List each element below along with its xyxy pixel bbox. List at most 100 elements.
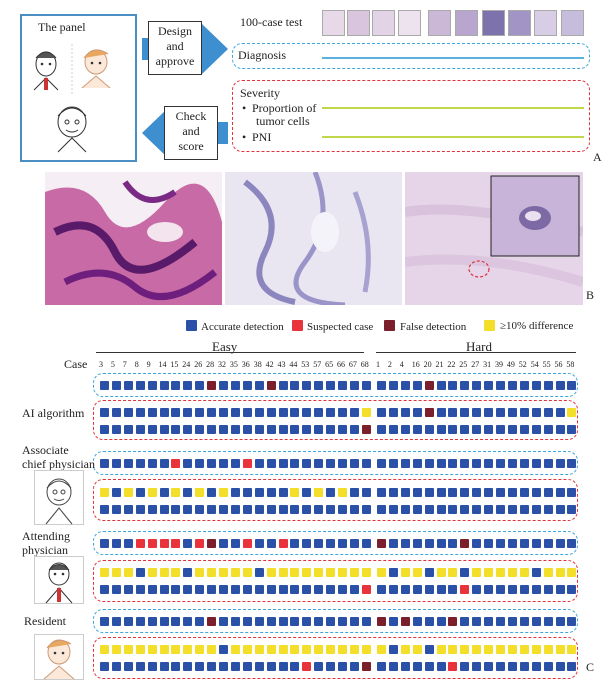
associate-chief-physician-icon [33, 51, 59, 91]
result-cell [412, 459, 422, 468]
result-cell [302, 617, 312, 626]
result-cell [135, 645, 145, 654]
result-cell [388, 585, 398, 594]
result-cell [278, 488, 288, 497]
result-cell [123, 539, 133, 548]
result-cell [159, 585, 169, 594]
result-cell [314, 617, 324, 626]
result-cell [361, 662, 371, 671]
result-cell [159, 568, 169, 577]
result-cell [147, 539, 157, 548]
result-cell [290, 505, 300, 514]
result-cell [543, 459, 553, 468]
result-cell [377, 568, 386, 577]
result-cell [111, 488, 121, 497]
case-number: 67 [348, 360, 357, 369]
result-cell [436, 505, 446, 514]
result-cell [147, 568, 157, 577]
result-cell [567, 425, 577, 434]
result-cell [230, 408, 240, 417]
result-cell [171, 459, 181, 468]
result-cell [377, 617, 386, 626]
result-cell [424, 645, 434, 654]
result-cell [484, 662, 494, 671]
result-cell [349, 568, 359, 577]
ai-severity-box [93, 400, 578, 440]
result-cell [183, 617, 193, 626]
result-cell [412, 568, 422, 577]
result-cell [207, 425, 217, 434]
result-cell [111, 425, 121, 434]
result-cell [278, 568, 288, 577]
result-cell [111, 617, 121, 626]
result-cell [254, 617, 264, 626]
case-number: 25 [459, 360, 468, 369]
result-cell [219, 662, 228, 671]
group-label-attending-1: Attending [22, 529, 70, 543]
result-cell [400, 381, 410, 390]
result-cell [183, 539, 193, 548]
result-cell [448, 539, 458, 548]
result-cell [531, 539, 541, 548]
case-label: Case [64, 357, 88, 371]
case-number: 15 [170, 360, 179, 369]
case-number: 1 [376, 360, 380, 369]
result-cell [302, 505, 312, 514]
result-cell [507, 617, 517, 626]
result-cell [207, 488, 217, 497]
result-cell [436, 539, 446, 548]
result-cell [472, 425, 482, 434]
result-cell [338, 505, 347, 514]
result-cell [302, 662, 312, 671]
result-cell [448, 408, 458, 417]
attending-severity-box [93, 560, 578, 602]
result-cell [123, 505, 133, 514]
thumbnail [322, 10, 345, 36]
result-cell [302, 425, 312, 434]
result-cell [290, 568, 300, 577]
result-cell [543, 539, 553, 548]
result-cell [448, 488, 458, 497]
result-cell [123, 617, 133, 626]
result-cell [388, 425, 398, 434]
result-cell [219, 539, 228, 548]
result-cell [230, 585, 240, 594]
result-cell [183, 645, 193, 654]
result-cell [230, 488, 240, 497]
result-cell [183, 425, 193, 434]
result-cell [159, 617, 169, 626]
result-cell [242, 617, 252, 626]
result-cell [207, 645, 217, 654]
result-cell [290, 585, 300, 594]
result-cell [195, 381, 205, 390]
case-number: 32 [218, 360, 226, 369]
result-cell [266, 585, 276, 594]
result-cell [219, 505, 228, 514]
result-cell [278, 381, 288, 390]
result-cell [207, 585, 217, 594]
result-cell [388, 662, 398, 671]
result-cell [436, 381, 446, 390]
result-cell [472, 488, 482, 497]
result-cell [555, 585, 565, 594]
result-cell [159, 539, 169, 548]
result-cell [159, 645, 169, 654]
result-cell [242, 539, 252, 548]
result-cell [230, 505, 240, 514]
result-cell [302, 645, 312, 654]
case-number: 36 [241, 360, 250, 369]
result-cell [302, 381, 312, 390]
result-cell [388, 568, 398, 577]
result-cell [555, 488, 565, 497]
result-cell [302, 408, 312, 417]
result-cell [314, 585, 324, 594]
legend-label-suspected: Suspected case [307, 321, 374, 333]
result-cell [519, 459, 529, 468]
result-cell [254, 408, 264, 417]
thumbnail [398, 10, 421, 36]
result-cell [484, 585, 494, 594]
group-label-associate-1: Associate [22, 443, 69, 457]
result-cell [302, 585, 312, 594]
result-cell [135, 425, 145, 434]
result-cell [159, 662, 169, 671]
